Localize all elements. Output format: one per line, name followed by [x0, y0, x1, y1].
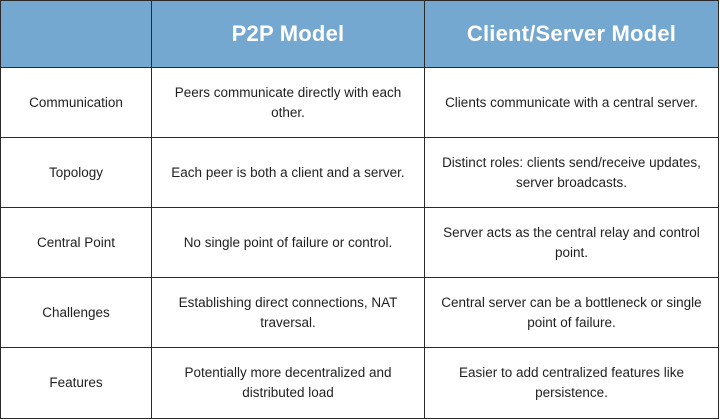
row-label-challenges: Challenges — [1, 278, 152, 348]
cell-features-p2p: Potentially more decentralized and distr… — [152, 348, 425, 418]
cell-topology-client-server: Distinct roles: clients send/receive upd… — [425, 138, 718, 208]
cell-topology-p2p: Each peer is both a client and a server. — [152, 138, 425, 208]
cell-central-point-p2p: No single point of failure or control. — [152, 208, 425, 278]
header-empty-cell — [1, 1, 152, 68]
cell-challenges-client-server: Central server can be a bottleneck or si… — [425, 278, 718, 348]
row-label-topology: Topology — [1, 138, 152, 208]
row-label-central-point: Central Point — [1, 208, 152, 278]
cell-challenges-p2p: Establishing direct connections, NAT tra… — [152, 278, 425, 348]
row-label-communication: Communication — [1, 68, 152, 138]
cell-communication-p2p: Peers communicate directly with each oth… — [152, 68, 425, 138]
cell-central-point-client-server: Server acts as the central relay and con… — [425, 208, 718, 278]
cell-features-client-server: Easier to add centralized features like … — [458, 365, 685, 400]
row-label-features: Features — [1, 348, 152, 418]
header-p2p-model: P2P Model — [152, 1, 425, 68]
header-client-server-model: Client/Server Model — [425, 1, 718, 68]
cell-communication-client-server: Clients communicate with a central serve… — [425, 68, 718, 138]
